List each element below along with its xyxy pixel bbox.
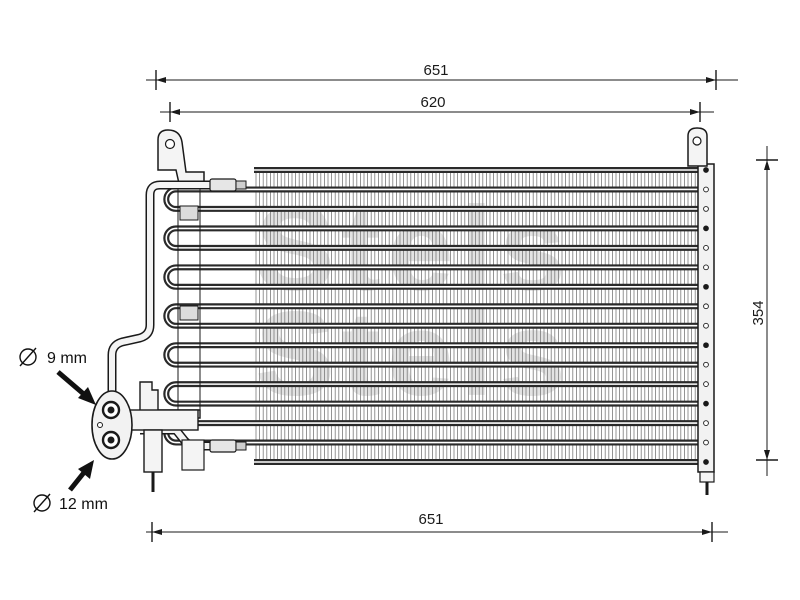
dimension-620: 620: [160, 94, 714, 122]
u-bend: [163, 225, 177, 251]
callout-9mm-label: 9 mm: [47, 350, 87, 367]
left-clip-upper: [179, 205, 199, 221]
dimension-620-label: 620: [420, 94, 445, 111]
header-hole: [703, 303, 709, 310]
header-hole: [703, 361, 709, 368]
u-bend: [163, 186, 177, 212]
dimension-354-label: 354: [750, 300, 767, 325]
inlet-pipe: [107, 178, 247, 402]
lower-left-bracket: [123, 381, 205, 492]
u-bend: [163, 381, 177, 407]
dimension-651-top-label: 651: [423, 62, 448, 79]
dimension-651-top: 651: [146, 62, 738, 90]
header-hole: [703, 400, 709, 407]
u-bend: [163, 303, 177, 329]
header-hole: [703, 167, 709, 173]
dimension-354: 354: [750, 146, 778, 476]
dimension-651-bottom-label: 651: [418, 511, 443, 528]
header-hole: [703, 342, 709, 349]
connection-block: [91, 390, 133, 460]
fin-pack: [255, 170, 696, 462]
header-hole: [703, 186, 709, 193]
header-hole: [703, 322, 709, 329]
tube-bundle: [176, 167, 700, 465]
u-bends: [163, 186, 177, 446]
callout-12mm: 12 mm: [33, 460, 108, 513]
header-hole: [703, 459, 709, 465]
callout-9mm: 9 mm: [19, 347, 96, 405]
dimension-651-bottom: 651: [146, 511, 728, 542]
top-right-bracket: [687, 127, 708, 167]
header-hole: [703, 439, 709, 446]
header-hole: [703, 206, 709, 212]
header-hole: [703, 225, 709, 232]
u-bend: [163, 264, 177, 290]
right-header: [697, 163, 715, 473]
header-hole: [703, 264, 709, 271]
callout-12mm-label: 12 mm: [59, 496, 108, 513]
u-bend: [163, 342, 177, 368]
header-holes: [703, 167, 709, 465]
header-hole: [703, 245, 709, 251]
header-hole: [703, 420, 709, 426]
top-left-bracket: [157, 129, 205, 189]
top-right-bracket-hole: [692, 136, 702, 146]
header-hole: [703, 381, 709, 387]
header-hole: [703, 283, 709, 290]
bottom-right-foot: [699, 471, 715, 495]
left-clip-lower: [179, 305, 199, 321]
